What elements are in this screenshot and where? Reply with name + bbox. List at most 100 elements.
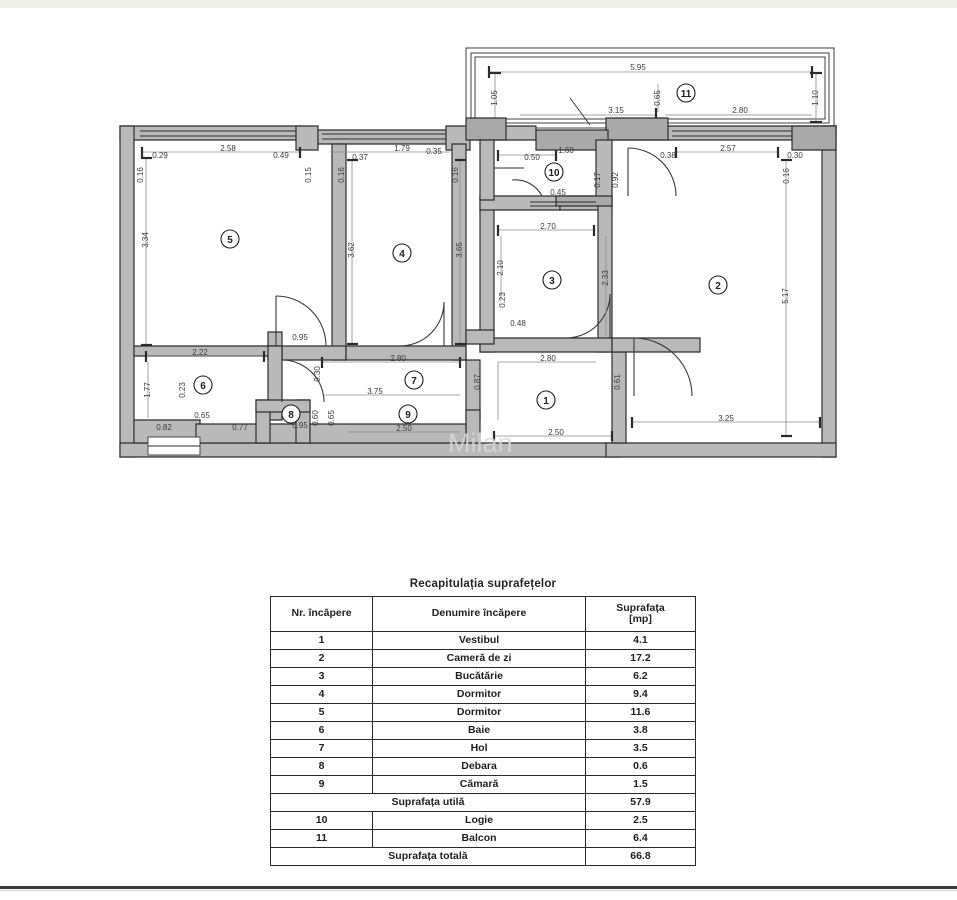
table-total-row: Suprafața totală 66.8 bbox=[270, 847, 697, 866]
table-row: 8 Debara 0.6 bbox=[269, 757, 697, 776]
cell-nr: 5 bbox=[269, 703, 374, 722]
svg-text:1.10: 1.10 bbox=[811, 90, 820, 106]
cell-nr: 10 bbox=[269, 811, 374, 830]
svg-text:3.62: 3.62 bbox=[347, 242, 356, 258]
header-area: Suprafața [mp] bbox=[584, 596, 697, 632]
bottom-rule bbox=[0, 886, 957, 889]
cell-name: Logie bbox=[372, 811, 586, 830]
dim-room7: 2.80 3.75 0.95 0.30 bbox=[292, 333, 462, 396]
cell-nr: 9 bbox=[269, 775, 374, 794]
svg-text:5.17: 5.17 bbox=[781, 288, 790, 304]
svg-text:2.50: 2.50 bbox=[548, 428, 564, 437]
cell-name: Cămară bbox=[372, 775, 586, 794]
cell-nr: 7 bbox=[269, 739, 374, 758]
dim-room6: 2.22 1.77 0.23 0.65 0.82 0.77 bbox=[143, 348, 266, 432]
svg-text:0.30: 0.30 bbox=[313, 366, 322, 382]
cell-area: 9.4 bbox=[584, 685, 697, 704]
svg-text:2.80: 2.80 bbox=[540, 354, 556, 363]
dim-room1: 0.87 2.50 bbox=[473, 362, 614, 441]
total-label: Suprafața totală bbox=[270, 847, 586, 866]
dim-room2: 2.57 0.38 0.30 0.16 5.17 3.25 0.61 bbox=[613, 144, 822, 438]
top-margin-strip bbox=[0, 0, 957, 8]
svg-text:3: 3 bbox=[549, 276, 555, 287]
surface-recap-table: Nr. încăpere Denumire încăpere Suprafața… bbox=[269, 596, 697, 866]
table-row: 9 Cămară 1.5 bbox=[269, 775, 697, 794]
svg-text:2.80: 2.80 bbox=[732, 106, 748, 115]
room-marker-3: 3 bbox=[542, 270, 562, 290]
svg-text:1.05: 1.05 bbox=[490, 90, 499, 106]
svg-text:0.82: 0.82 bbox=[156, 423, 172, 432]
cell-name: Bucătărie bbox=[372, 667, 586, 686]
cell-name: Cameră de zi bbox=[372, 649, 586, 668]
cell-nr: 11 bbox=[269, 829, 374, 848]
cell-area: 2.5 bbox=[584, 811, 697, 830]
svg-text:0.95: 0.95 bbox=[292, 333, 308, 342]
cell-area: 1.5 bbox=[584, 775, 697, 794]
svg-text:0.17: 0.17 bbox=[593, 172, 602, 188]
svg-text:0.23: 0.23 bbox=[498, 292, 507, 308]
cell-nr: 4 bbox=[269, 685, 374, 704]
table-row: 2 Cameră de zi 17.2 bbox=[269, 649, 697, 668]
svg-text:0.95: 0.95 bbox=[292, 421, 308, 430]
svg-text:5: 5 bbox=[227, 235, 233, 246]
svg-text:2: 2 bbox=[715, 281, 721, 292]
svg-text:0.60: 0.60 bbox=[311, 410, 320, 426]
svg-text:4: 4 bbox=[399, 249, 405, 260]
cell-area: 6.4 bbox=[584, 829, 697, 848]
cell-area: 3.5 bbox=[584, 739, 697, 758]
room-marker-1: 1 bbox=[536, 390, 556, 410]
svg-text:0.16: 0.16 bbox=[782, 168, 791, 184]
room-marker-4: 4 bbox=[392, 243, 412, 263]
dim-balcony-right-depth: 1.10 bbox=[810, 71, 822, 124]
svg-text:3.75: 3.75 bbox=[367, 387, 383, 396]
dim-room5-top: 2.58 0.29 0.49 0.16 0.15 bbox=[136, 144, 313, 183]
room-marker-7: 7 bbox=[404, 370, 424, 390]
cell-nr: 3 bbox=[269, 667, 374, 686]
dim-balcony-b: 2.80 bbox=[665, 106, 812, 116]
door-swing-room2 bbox=[633, 337, 693, 397]
table-title: Recapitulația suprafețelor bbox=[409, 578, 557, 590]
room-marker-5: 5 bbox=[220, 229, 240, 249]
svg-text:0.29: 0.29 bbox=[152, 151, 168, 160]
svg-text:10: 10 bbox=[548, 168, 560, 179]
door-swing-logie bbox=[511, 179, 543, 197]
dim-room5-height: 3.34 bbox=[141, 156, 152, 347]
svg-text:1.77: 1.77 bbox=[143, 382, 152, 398]
header-area-unit: [mp] bbox=[629, 613, 652, 625]
svg-text:8: 8 bbox=[288, 410, 294, 421]
svg-text:7: 7 bbox=[411, 376, 417, 387]
svg-text:2.70: 2.70 bbox=[540, 222, 556, 231]
cell-nr: 8 bbox=[269, 757, 374, 776]
cell-nr: 1 bbox=[269, 631, 374, 650]
dim-balcony-offset: 0.65 bbox=[653, 84, 662, 112]
bottom-rule-secondary bbox=[0, 890, 957, 891]
cell-area: 6.2 bbox=[584, 667, 697, 686]
table-row: 6 Baie 3.8 bbox=[269, 721, 697, 740]
svg-text:2.80: 2.80 bbox=[390, 354, 406, 363]
svg-text:6: 6 bbox=[200, 381, 206, 392]
svg-text:2.22: 2.22 bbox=[192, 348, 208, 357]
svg-text:0.45: 0.45 bbox=[550, 188, 566, 197]
cell-name: Balcon bbox=[372, 829, 586, 848]
svg-text:0.35: 0.35 bbox=[426, 147, 442, 156]
door-swing-room3 bbox=[565, 293, 611, 339]
door-swing-room2-top bbox=[627, 147, 677, 197]
svg-text:3.15: 3.15 bbox=[608, 106, 624, 115]
room-marker-2: 2 bbox=[708, 275, 728, 295]
dim-balcony-length: 5.95 bbox=[487, 63, 814, 78]
svg-text:2.58: 2.58 bbox=[220, 144, 236, 153]
svg-text:0.16: 0.16 bbox=[136, 167, 145, 183]
cell-name: Debara bbox=[372, 757, 586, 776]
svg-text:2.10: 2.10 bbox=[496, 260, 505, 276]
svg-text:3.65: 3.65 bbox=[455, 242, 464, 258]
dim-room3: 2.70 2.10 2.33 0.23 0.48 2.80 bbox=[496, 222, 610, 363]
svg-text:0.49: 0.49 bbox=[273, 151, 289, 160]
svg-text:0.38: 0.38 bbox=[660, 151, 676, 160]
cell-area: 4.1 bbox=[584, 631, 697, 650]
svg-text:0.87: 0.87 bbox=[473, 374, 482, 390]
table-subtotal-row: Suprafața utilă 57.9 bbox=[270, 793, 697, 812]
cell-area: 3.8 bbox=[584, 721, 697, 740]
table-row: 4 Dormitor 9.4 bbox=[269, 685, 697, 704]
door-swing-room4 bbox=[399, 301, 445, 347]
dim-room4-top: 1.79 0.37 0.35 0.16 0.16 bbox=[330, 144, 460, 183]
